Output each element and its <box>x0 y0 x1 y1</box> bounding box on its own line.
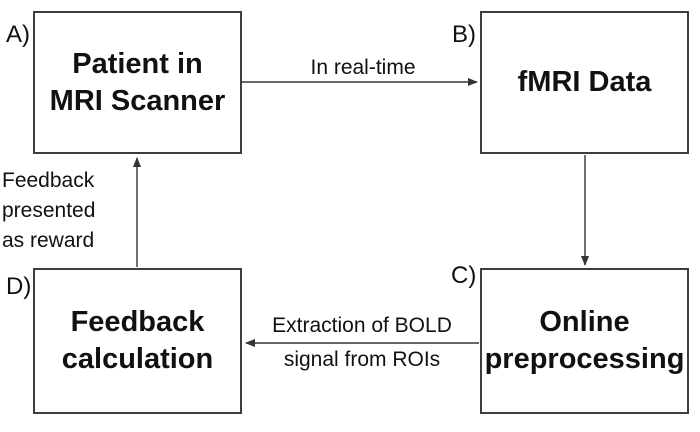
box-d-tag: D) <box>6 273 32 300</box>
box-patient-in-mri-scanner: Patient in MRI Scanner <box>33 11 242 154</box>
box-online-preprocessing: Online preprocessing <box>480 268 689 414</box>
box-c-line2: preprocessing <box>484 343 685 375</box>
box-c-line1: Online <box>539 306 630 338</box>
arrow-d-to-a-label-line2: presented <box>2 199 96 222</box>
arrow-d-to-a-label: Feedback presented as reward <box>2 166 95 256</box>
box-d-line1: Feedback <box>70 306 205 338</box>
box-a-line2: MRI Scanner <box>49 84 226 117</box>
box-b-line1: fMRI Data <box>517 66 652 98</box>
box-fmri-data: fMRI Data <box>480 11 689 154</box>
arrow-d-to-a-label-line3: as reward <box>2 229 95 252</box>
box-c-tag: C) <box>451 262 477 289</box>
box-feedback-calculation: Feedback calculation <box>33 268 242 414</box>
arrow-c-to-d-label-line1: Extraction of BOLD <box>272 314 452 337</box>
arrow-a-to-b-label: In real-time <box>310 56 416 79</box>
arrow-c-to-d-label-line2: signal from ROIs <box>283 348 441 371</box>
box-d-line2: calculation <box>61 343 214 375</box>
box-a-line1: Patient in <box>72 47 203 80</box>
box-b-tag: B) <box>452 21 476 48</box>
box-a-tag: A) <box>6 21 30 48</box>
arrow-d-to-a-label-line1: Feedback <box>2 169 95 192</box>
